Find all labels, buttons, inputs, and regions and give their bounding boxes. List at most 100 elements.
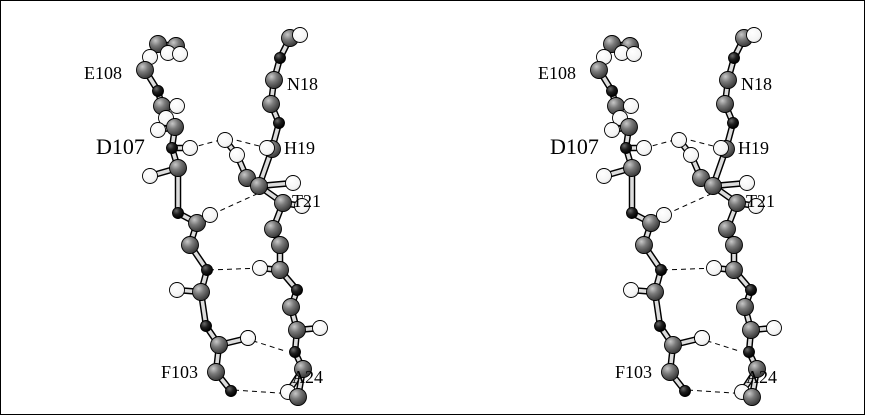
- nitrogen-atom: [654, 320, 666, 332]
- hydrogen-atom: [748, 198, 764, 214]
- hydrogen-atom: [252, 260, 268, 276]
- hydrogen-bond: [643, 137, 683, 149]
- carbon-atom: [265, 71, 283, 89]
- carbon-atom: [704, 177, 722, 195]
- carbon-atom: [262, 95, 280, 113]
- carbon-atom: [271, 261, 289, 279]
- hydrogen-atom: [739, 175, 755, 191]
- nitrogen-atom: [201, 264, 213, 276]
- hydrogen-atom: [656, 207, 672, 223]
- hydrogen-atom: [150, 122, 166, 138]
- nitrogen-atom: [273, 117, 285, 129]
- residue-label-h19: H19: [738, 138, 769, 158]
- carbon-atom: [743, 388, 761, 406]
- carbon-atom: [289, 388, 307, 406]
- nitrogen-atom: [743, 346, 755, 358]
- carbon-atom: [181, 236, 199, 254]
- carbon-atom: [748, 360, 766, 378]
- nitrogen-atom: [289, 346, 301, 358]
- residue-label-a24: A24: [292, 367, 323, 387]
- residue-label-t21: T21: [292, 191, 321, 211]
- hydrogen-atom: [713, 140, 729, 156]
- carbon-atom: [136, 61, 154, 79]
- hydrogen-atom: [766, 320, 782, 336]
- carbon-atom: [725, 261, 743, 279]
- carbon-atom: [646, 283, 664, 301]
- hydrogen-bond: [697, 337, 740, 352]
- carbon-atom: [718, 220, 736, 238]
- hydrogen-atom: [706, 260, 722, 276]
- residue-label-e108: E108: [84, 63, 122, 83]
- nitrogen-atom: [679, 385, 691, 397]
- hydrogen-atom: [142, 168, 158, 184]
- nitrogen-atom: [200, 320, 212, 332]
- residue-label-a24: A24: [746, 367, 777, 387]
- carbon-atom: [623, 159, 641, 177]
- carbon-atom: [590, 61, 608, 79]
- hydrogen-atom: [217, 132, 233, 148]
- hydrogen-atom: [202, 207, 218, 223]
- carbon-atom: [642, 214, 660, 232]
- carbon-atom: [166, 118, 184, 136]
- carbon-atom: [620, 118, 638, 136]
- hydrogen-bond: [227, 137, 268, 149]
- carbon-atom: [210, 336, 228, 354]
- residue-label-e108: E108: [538, 63, 576, 83]
- hydrogen-atom: [596, 168, 612, 184]
- hydrogen-atom: [169, 282, 185, 298]
- carbon-atom: [635, 236, 653, 254]
- hydrogen-atom: [604, 122, 620, 138]
- residue-label-d107: D107: [96, 134, 145, 159]
- carbon-atom: [728, 194, 746, 212]
- residue-label-t21: T21: [746, 191, 775, 211]
- carbon-atom: [725, 236, 743, 254]
- hydrogen-atom: [694, 330, 710, 346]
- hydrogen-bond: [243, 337, 286, 352]
- nitrogen-atom: [172, 207, 184, 219]
- hydrogen-atom: [623, 98, 639, 114]
- carbon-atom: [736, 298, 754, 316]
- carbon-atom: [271, 236, 289, 254]
- nitrogen-atom: [166, 142, 178, 154]
- carbon-atom: [742, 321, 760, 339]
- nitrogen-atom: [620, 142, 632, 154]
- carbon-atom: [719, 71, 737, 89]
- hydrogen-atom: [240, 330, 256, 346]
- hydrogen-bond: [681, 137, 722, 149]
- hydrogen-atom: [623, 282, 639, 298]
- hydrogen-atom: [259, 140, 275, 156]
- nitrogen-atom: [225, 385, 237, 397]
- nitrogen-atom: [626, 207, 638, 219]
- nitrogen-atom: [606, 85, 618, 97]
- carbon-atom: [250, 177, 268, 195]
- hydrogen-atom: [182, 140, 198, 156]
- hydrogen-atom: [172, 46, 188, 62]
- carbon-atom: [716, 95, 734, 113]
- hydrogen-bond: [189, 137, 229, 149]
- hydrogen-atom: [626, 46, 642, 62]
- nitrogen-atom: [745, 284, 757, 296]
- carbon-atom: [274, 194, 292, 212]
- hydrogen-atom: [292, 27, 308, 43]
- carbon-atom: [294, 360, 312, 378]
- carbon-atom: [169, 159, 187, 177]
- carbon-atom: [188, 214, 206, 232]
- carbon-atom: [192, 283, 210, 301]
- carbon-atom: [207, 363, 225, 381]
- hydrogen-atom: [229, 147, 245, 163]
- nitrogen-atom: [274, 52, 286, 64]
- residue-label-f103: F103: [161, 362, 198, 382]
- residue-label-h19: H19: [284, 138, 315, 158]
- hydrogen-atom: [169, 98, 185, 114]
- residue-label-d107: D107: [550, 134, 599, 159]
- hydrogen-atom: [636, 140, 652, 156]
- residue-label-n18: N18: [287, 74, 318, 94]
- residue-label-n18: N18: [741, 74, 772, 94]
- hydrogen-atom: [671, 132, 687, 148]
- hydrogen-atom: [312, 320, 328, 336]
- residue-label-f103: F103: [615, 362, 652, 382]
- hydrogen-atom: [294, 198, 310, 214]
